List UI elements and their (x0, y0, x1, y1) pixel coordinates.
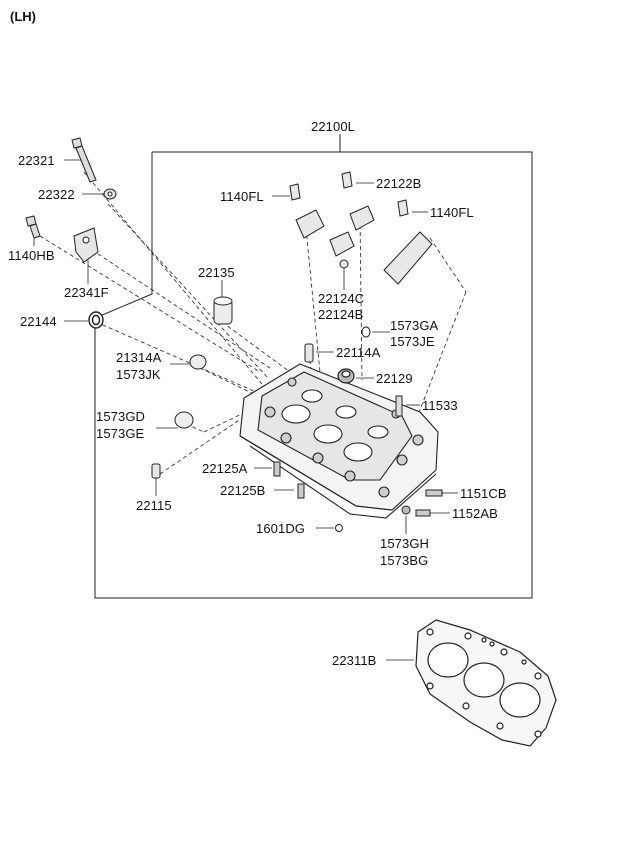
leader-lines (33, 159, 467, 661)
washer-22322 (103, 188, 117, 200)
label-1573GA: 1573GA (390, 318, 439, 333)
bolt-22321 (71, 137, 97, 183)
label-22322: 22322 (38, 187, 75, 202)
label-22125A: 22125A (202, 461, 248, 476)
label-1152AB: 1152AB (452, 506, 498, 521)
pin-22115 (151, 463, 161, 479)
bolt-1140HB (25, 215, 41, 239)
label-11533: 11533 (422, 398, 458, 413)
part-22129 (337, 368, 355, 384)
label-22114A: 22114A (336, 345, 381, 360)
label-1573GE: 1573GE (96, 426, 145, 441)
label-22125B: 22125B (220, 483, 266, 498)
label-22321: 22321 (18, 153, 55, 168)
label-22144: 22144 (20, 314, 57, 329)
plug-1573GD (174, 411, 194, 429)
label-22122B: 22122B (376, 176, 422, 191)
label-22124B: 22124B (318, 307, 364, 322)
cam-cap-1140FL-b (383, 199, 433, 285)
bolt-1152AB (415, 509, 431, 517)
cam-cap-1140FL-a (289, 183, 325, 239)
label-1573JK: 1573JK (116, 367, 161, 382)
label-22129: 22129 (376, 371, 413, 386)
cam-cap-22122B (341, 171, 375, 231)
bolt-22125B (297, 483, 305, 499)
assembly-frame (94, 134, 533, 599)
label-1140FL-b: 1140FL (430, 205, 474, 220)
label-22115: 22115 (136, 498, 172, 513)
label-22135: 22135 (198, 265, 235, 280)
label-22100L: 22100L (311, 119, 355, 134)
head-gasket-22311B (415, 619, 557, 747)
bolt-22125A (273, 461, 281, 477)
cam-cap-22124C (329, 231, 355, 269)
bolt-1151CB (425, 489, 443, 497)
label-1573JE: 1573JE (390, 334, 435, 349)
side-indicator: (LH) (10, 9, 36, 24)
label-22311B: 22311B (332, 653, 377, 668)
seal-22144 (88, 311, 104, 329)
ball-1601DG (335, 524, 343, 532)
bracket-22341F (73, 227, 99, 263)
tube-22135 (213, 296, 233, 325)
label-21314A: 21314A (116, 350, 162, 365)
label-1151CB: 1151CB (460, 486, 507, 501)
plug-21314A (189, 354, 207, 370)
label-1140FL-a: 1140FL (220, 189, 264, 204)
label-22124C: 22124C (318, 291, 365, 306)
label-1573GH: 1573GH (380, 536, 430, 551)
label-1573GD: 1573GD (96, 409, 146, 424)
label-1140HB: 1140HB (8, 248, 55, 263)
stud-11533 (395, 395, 403, 417)
o-ring-1573GA (361, 326, 371, 338)
plug-1573GH (401, 505, 411, 515)
label-1573BG: 1573BG (380, 553, 429, 568)
cylinder-head (239, 363, 439, 519)
label-22341F: 22341F (64, 285, 109, 300)
pin-22114A (304, 343, 314, 363)
label-1601DG: 1601DG (256, 521, 306, 536)
